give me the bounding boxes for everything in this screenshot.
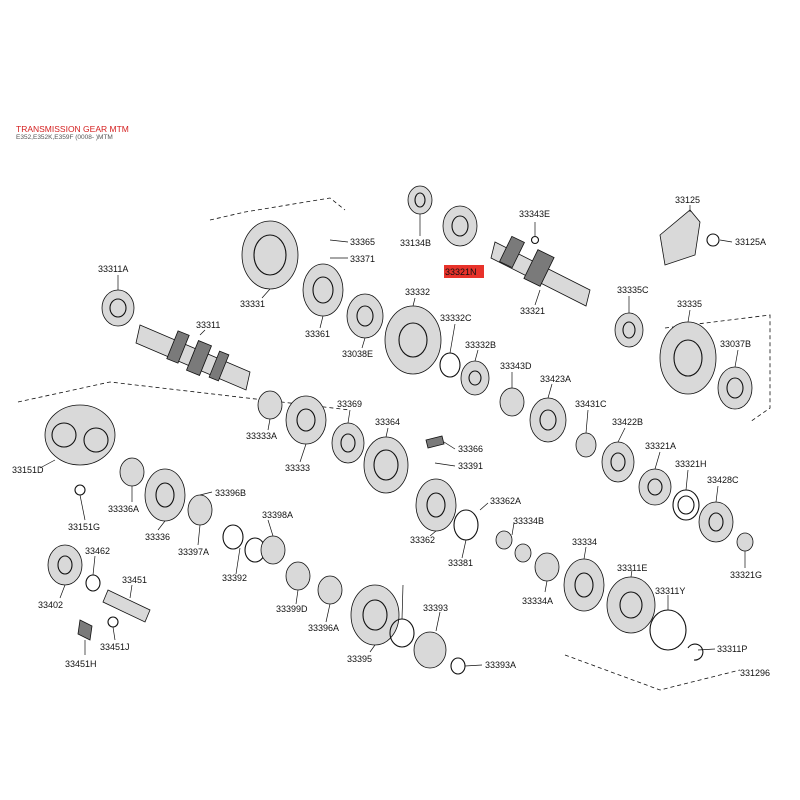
part-label[interactable]: 33391 — [458, 461, 483, 471]
part-label[interactable]: 33393A — [485, 660, 516, 670]
part-label[interactable]: 33336 — [145, 532, 170, 542]
bolt-33125a-drawing — [706, 233, 720, 247]
part-label[interactable]: 33311 — [196, 320, 220, 330]
part-label[interactable]: 33321G — [730, 570, 762, 580]
part-label[interactable]: 33321 — [520, 306, 545, 316]
part-label[interactable]: 33151D — [12, 465, 44, 475]
part-label[interactable]: 33038E — [342, 349, 373, 359]
part-label[interactable]: 33332 — [405, 287, 430, 297]
part-label[interactable]: 33392 — [222, 573, 247, 583]
part-label[interactable]: 33361 — [305, 329, 330, 339]
part-label[interactable]: 33366 — [458, 444, 483, 454]
part-label[interactable]: 33371 — [350, 254, 375, 264]
diagram-code: 331296 — [740, 668, 770, 678]
part-label[interactable]: 33125A — [735, 237, 766, 247]
part-label[interactable]: 33332B — [465, 340, 496, 350]
part-label[interactable]: 33335 — [677, 299, 702, 309]
part-label[interactable]: 33343E — [519, 209, 550, 219]
part-label[interactable]: 33381 — [448, 558, 473, 568]
part-labels: 33311A 33331 33365 33371 33361 33038E 33… — [12, 195, 770, 678]
part-label[interactable]: 33362 — [410, 535, 435, 545]
part-label[interactable]: 33423A — [540, 374, 571, 384]
part-label[interactable]: 33365 — [350, 237, 375, 247]
selected-part-label[interactable]: 33321N — [445, 267, 477, 277]
part-label[interactable]: 33399D — [276, 604, 308, 614]
input-shaft-drawing — [135, 324, 251, 391]
part-label[interactable]: 33334 — [572, 537, 597, 547]
part-label[interactable]: 33396A — [308, 623, 339, 633]
part-label[interactable]: 33333 — [285, 463, 310, 473]
group-outline-bottom — [564, 654, 741, 691]
part-label[interactable]: 33369 — [337, 399, 362, 409]
part-label[interactable]: 33336A — [108, 504, 139, 514]
part-label[interactable]: 33311E — [617, 563, 647, 573]
part-label[interactable]: 33364 — [375, 417, 400, 427]
bracket-drawing — [659, 209, 701, 266]
part-label[interactable]: 33332C — [440, 313, 472, 323]
part-label[interactable]: 33428C — [707, 475, 739, 485]
part-label[interactable]: 33398A — [262, 510, 293, 520]
part-label[interactable]: 33037B — [720, 339, 751, 349]
part-label[interactable]: 33311A — [98, 264, 128, 274]
part-label[interactable]: 33402 — [38, 600, 63, 610]
part-label[interactable]: 33311P — [717, 644, 747, 654]
part-label[interactable]: 33334A — [522, 596, 553, 606]
part-label[interactable]: 33431C — [575, 399, 607, 409]
part-label[interactable]: 33422B — [612, 417, 643, 427]
part-label[interactable]: 33331 — [240, 299, 265, 309]
part-label[interactable]: 33125 — [675, 195, 700, 205]
part-label[interactable]: 33151G — [68, 522, 100, 532]
part-label[interactable]: 33321A — [645, 441, 676, 451]
part-label[interactable]: 33451J — [100, 642, 130, 652]
part-label[interactable]: 33335C — [617, 285, 649, 295]
part-label[interactable]: 33395 — [347, 654, 372, 664]
part-label[interactable]: 33134B — [400, 238, 431, 248]
output-shaft-drawing — [490, 235, 591, 307]
diagram-title: TRANSMISSION GEAR MTM — [16, 124, 129, 134]
part-label[interactable]: 33462 — [85, 546, 110, 556]
diagram-subtitle: E352,E352K,E359F (0008- )MTM — [16, 134, 113, 141]
selected-part-highlight — [444, 265, 484, 278]
part-label[interactable]: 33343D — [500, 361, 532, 371]
part-label[interactable]: 33451 — [122, 575, 147, 585]
group-outline-right — [664, 314, 771, 423]
gear-drawings — [44, 185, 754, 675]
part-label[interactable]: 33311Y — [655, 586, 685, 596]
part-label[interactable]: 33321H — [675, 459, 707, 469]
part-label[interactable]: 33397A — [178, 547, 209, 557]
part-label[interactable]: 33396B — [215, 488, 246, 498]
part-label[interactable]: 33393 — [423, 603, 448, 613]
part-label[interactable]: 33451H — [65, 659, 97, 669]
leader-lines — [39, 205, 746, 667]
part-label[interactable]: 33333A — [246, 431, 277, 441]
group-outline-top-left — [209, 197, 346, 221]
part-label[interactable]: 33334B — [513, 516, 544, 526]
part-label[interactable]: 33362A — [490, 496, 521, 506]
